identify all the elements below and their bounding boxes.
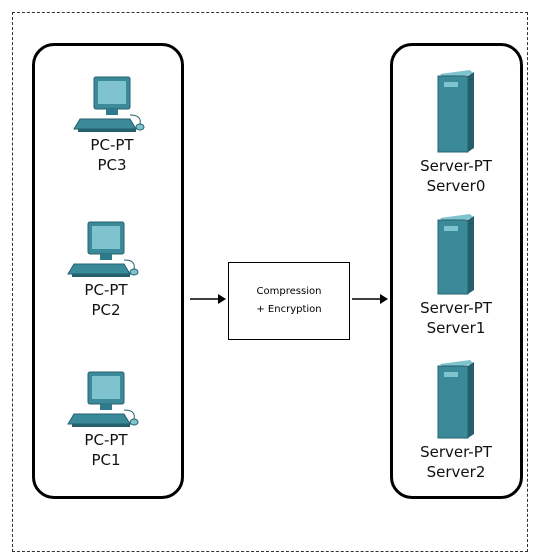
process-line2: + Encryption (256, 304, 322, 315)
pc-type-label: PC-PT (84, 281, 128, 299)
server-node-server1[interactable]: Server-PT Server1 (400, 212, 512, 338)
pc-name-label: PC3 (97, 156, 127, 174)
desktop-pc-icon (67, 371, 139, 427)
pc-type-label: PC-PT (84, 431, 128, 449)
server-tower-icon (437, 360, 474, 439)
arrow-right-icon (352, 294, 388, 304)
server-node-server0[interactable]: Server-PT Server0 (400, 68, 512, 196)
arrow-right-icon (190, 294, 226, 304)
server-tower-icon (437, 214, 474, 295)
pc-node-pc3[interactable]: PC-PT PC3 (62, 75, 162, 175)
process-line1: Compression (256, 286, 322, 297)
pc-type-label: PC-PT (90, 136, 134, 154)
server-tower-icon (437, 70, 474, 153)
desktop-pc-icon (67, 221, 139, 277)
pc-node-pc1[interactable]: PC-PT PC1 (56, 370, 156, 470)
compression-encryption-box: Compression + Encryption (228, 262, 350, 340)
server-name-label: Server2 (426, 463, 486, 481)
pc-name-label: PC1 (91, 451, 121, 469)
server-type-label: Server-PT (420, 299, 492, 317)
server-name-label: Server1 (426, 319, 486, 337)
pc-node-pc2[interactable]: PC-PT PC2 (56, 220, 156, 320)
server-type-label: Server-PT (420, 443, 492, 461)
desktop-pc-icon (73, 76, 145, 132)
server-node-server2[interactable]: Server-PT Server2 (400, 358, 512, 482)
pc-name-label: PC2 (91, 301, 121, 319)
server-name-label: Server0 (426, 177, 486, 195)
server-type-label: Server-PT (420, 157, 492, 175)
